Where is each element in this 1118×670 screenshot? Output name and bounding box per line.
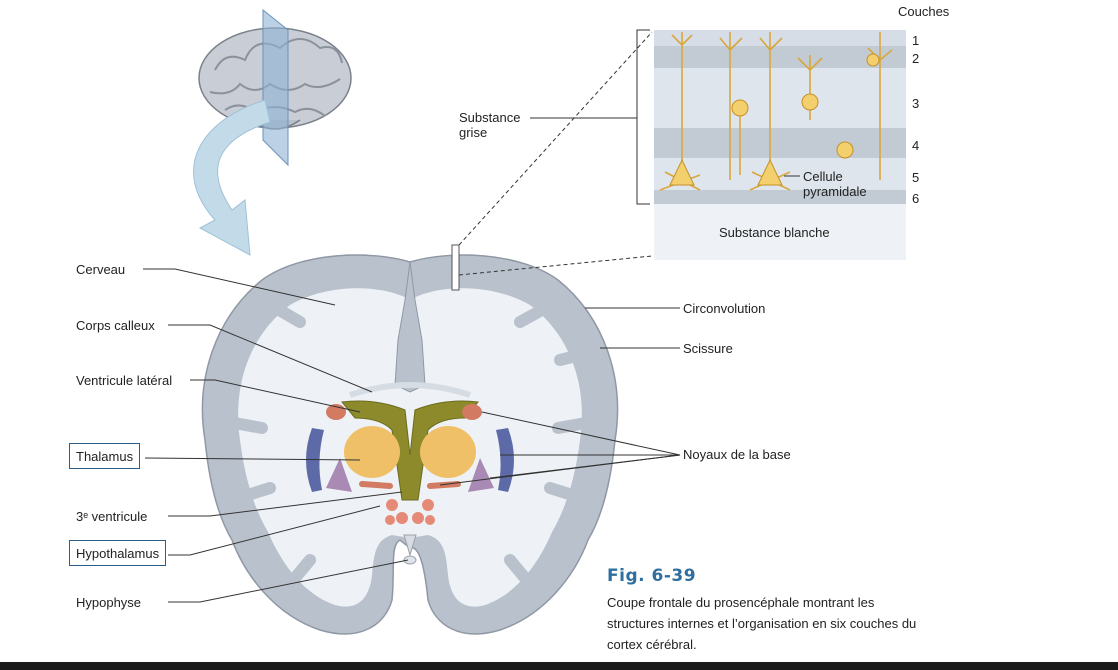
figure-title: Fig. 6-39	[607, 566, 697, 586]
caption-line: Coupe frontale du prosencéphale montrant…	[607, 595, 875, 610]
layer-number: 2	[912, 51, 920, 66]
layer-number: 5	[912, 170, 920, 185]
layer-number: 4	[912, 138, 920, 153]
cerveau-label: Cerveau	[76, 262, 126, 277]
leader-lines	[143, 268, 681, 603]
brain-3d-icon	[198, 8, 352, 167]
couches-label: Couches	[898, 4, 950, 19]
ventricule-lateral-label: Ventricule latéral	[76, 373, 173, 388]
figure-caption: Coupe frontale du prosencéphale montrant…	[607, 592, 967, 655]
caption-line: cortex cérébral.	[607, 637, 697, 652]
cellule-label-1: Cellule	[803, 169, 843, 184]
thalamus-shape	[344, 426, 400, 478]
corps-calleux-label: Corps calleux	[76, 318, 155, 333]
layer-number: 3	[912, 96, 920, 111]
circonvolution-label: Circonvolution	[683, 301, 766, 316]
layer-number: 1	[912, 33, 920, 48]
substance-blanche-label: Substance blanche	[719, 225, 830, 240]
scissure-label: Scissure	[683, 341, 733, 356]
noyaux-label: Noyaux de la base	[683, 447, 791, 462]
cellule-label-2: pyramidale	[803, 184, 867, 199]
troisieme-ventricule-label: 3ᵉ ventricule	[76, 509, 148, 524]
caption-line: structures internes et l’organisation en…	[607, 616, 917, 631]
substance-grise-label-2: grise	[459, 125, 488, 140]
thalamus-label: Thalamus	[69, 443, 141, 469]
hypothalamus-label: Hypothalamus	[69, 540, 167, 566]
coronal-section	[201, 244, 619, 635]
hypophyse-label: Hypophyse	[76, 595, 142, 610]
bottom-bar	[0, 662, 1118, 670]
layer-number: 6	[912, 191, 920, 206]
substance-grise-label-1: Substance	[459, 110, 521, 125]
section-arrow	[193, 99, 271, 256]
cortex-layers-inset	[458, 29, 906, 276]
